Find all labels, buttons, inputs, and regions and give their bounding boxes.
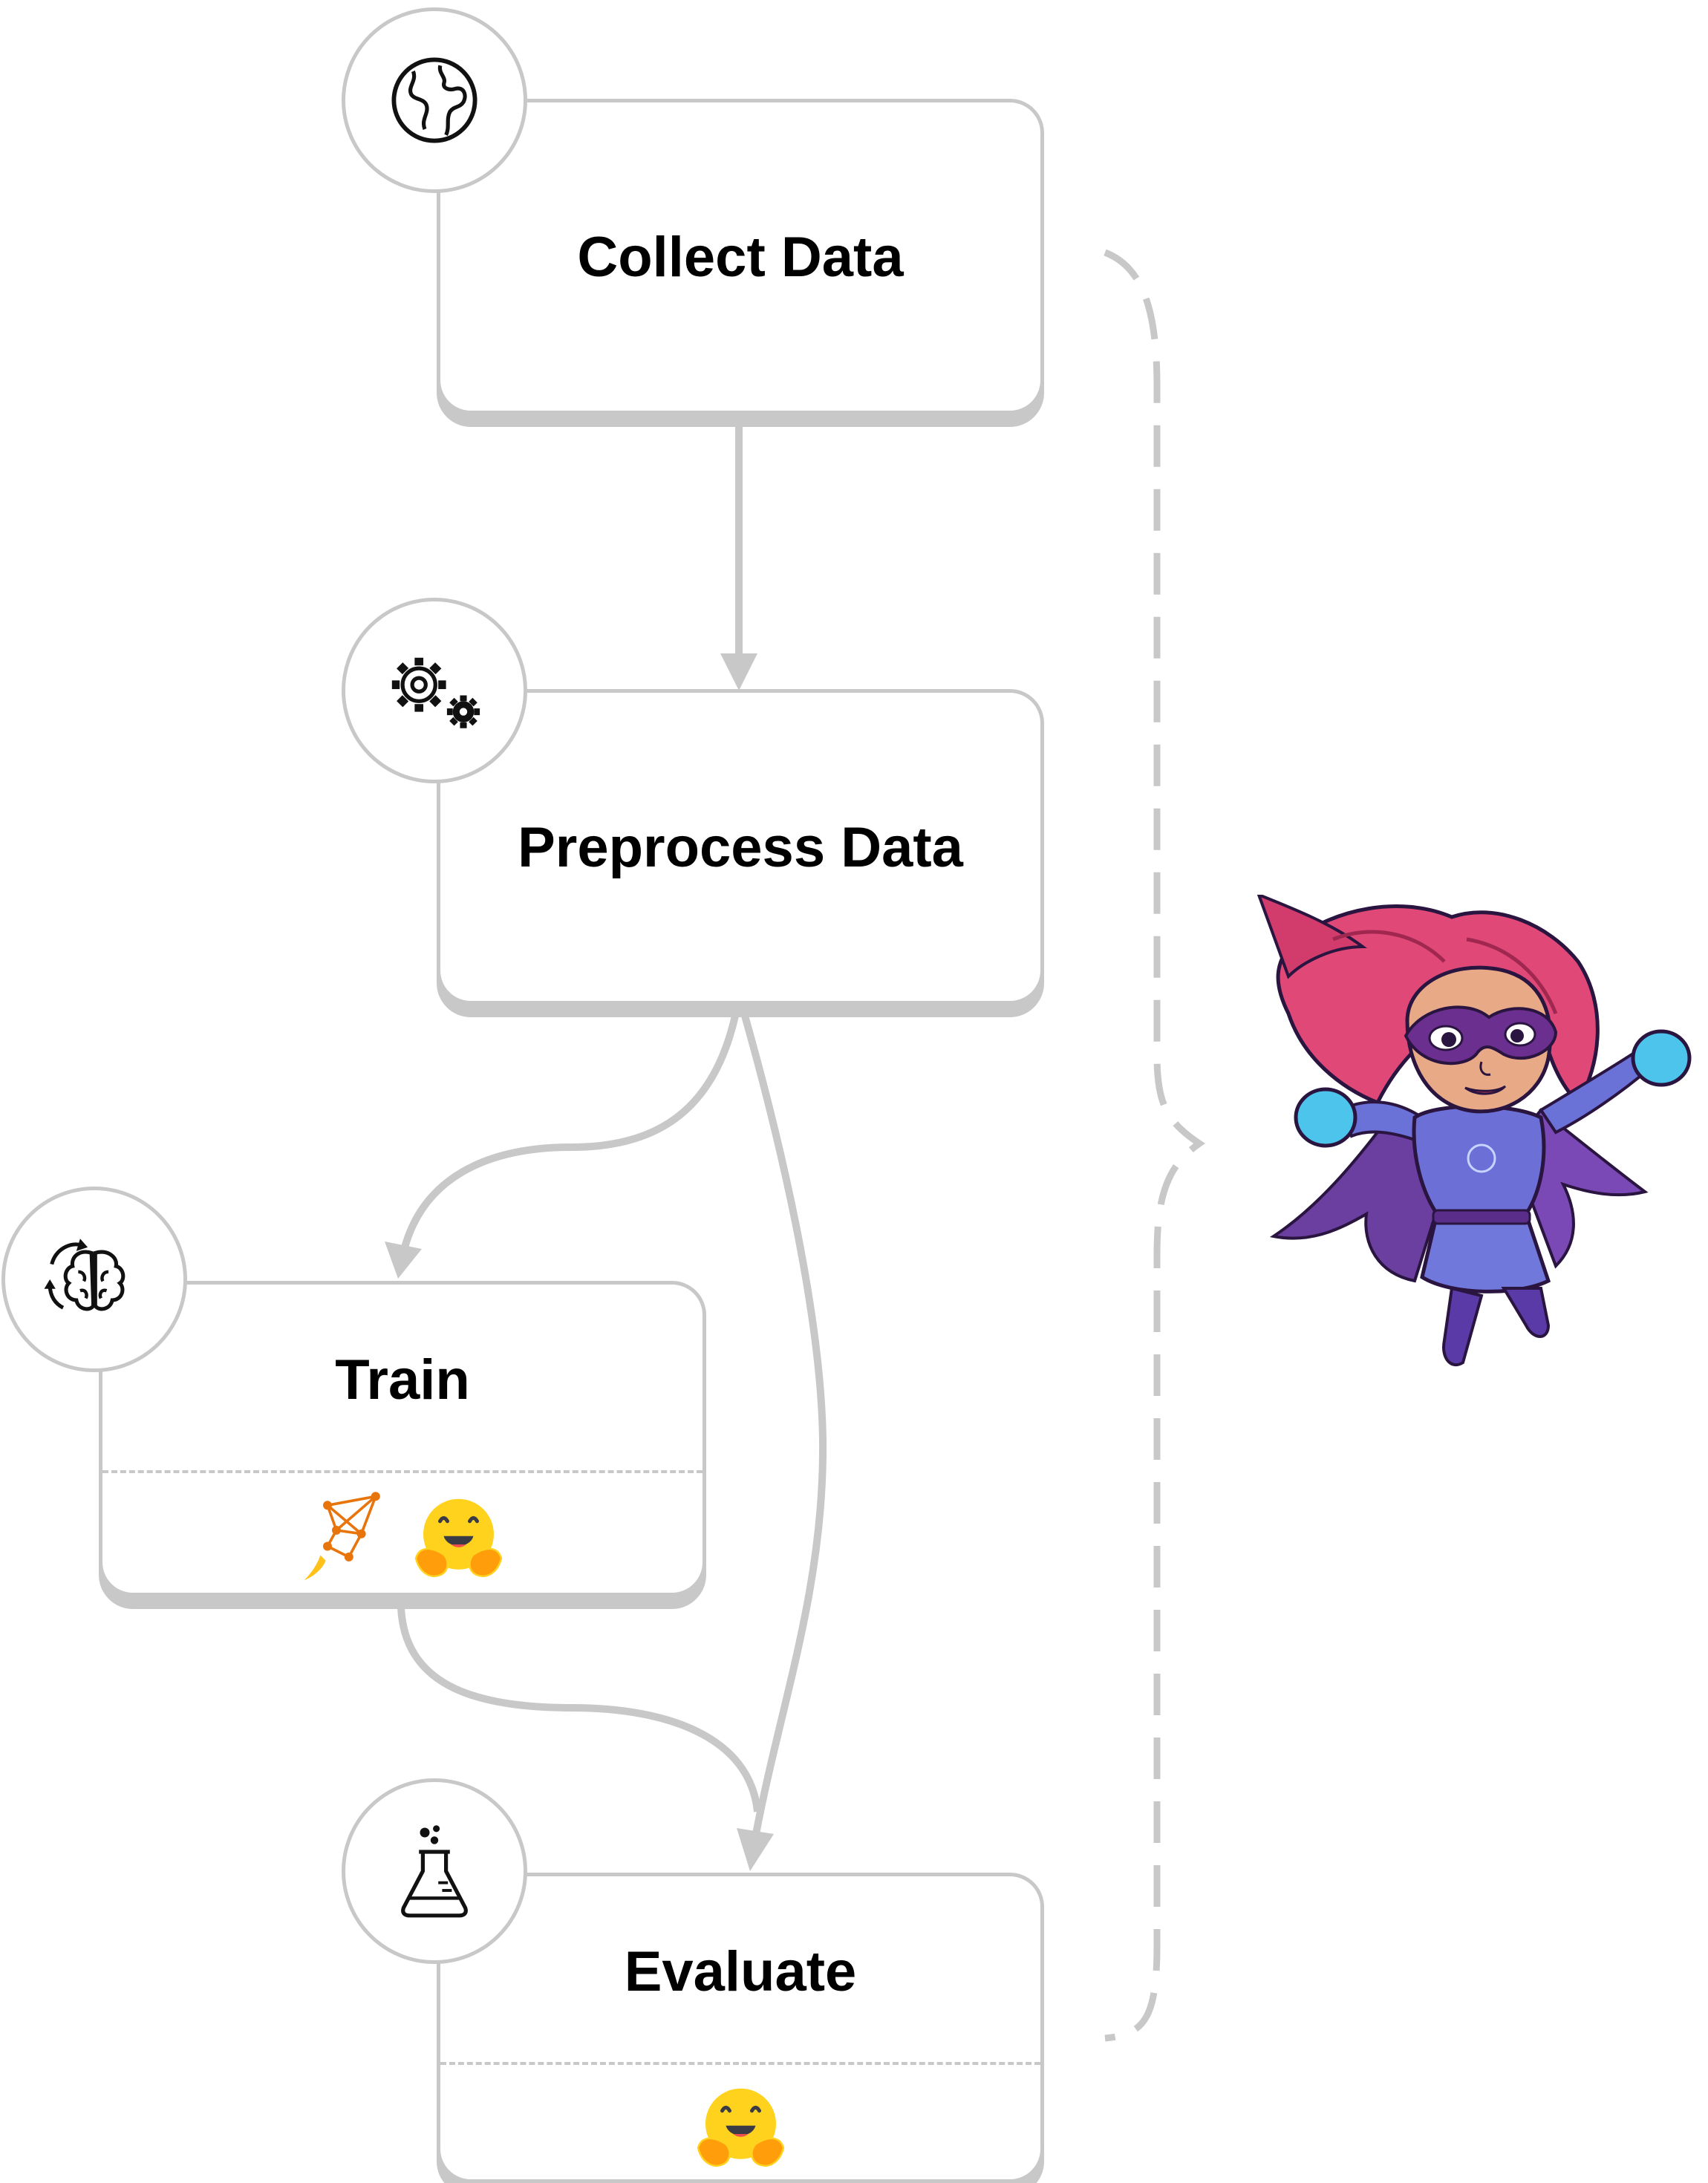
superhero-mascot [1256,895,1692,1367]
stage-label: Train [335,1348,470,1412]
hugging-face-emoji [412,1493,505,1581]
hugging-face-emoji [694,2083,787,2170]
stage-label: Preprocess Data [518,816,963,879]
lightning-logo [301,1491,390,1584]
gears-icon [342,598,527,783]
tool-row [440,2078,1040,2175]
stage-evaluate: Evaluate [437,1873,1044,2183]
stage-collect-data: Collect Data [437,99,1044,414]
flask-icon [342,1778,527,1964]
stage-preprocess-data: Preprocess Data [437,689,1044,1005]
edge-preprocess-to-evaluate [737,1014,827,1871]
brain-cycle-icon [1,1187,187,1372]
tool-row [102,1489,703,1585]
edge-preprocess-to-train [385,1014,739,1279]
globe-icon [342,7,527,193]
stage-label: Collect Data [577,226,904,289]
stage-divider [440,2062,1040,2065]
feedback-dashed-bracket [1104,249,1205,2042]
edge-collect-to-preprocess [720,423,757,691]
stage-divider [102,1470,703,1473]
edge-train-to-evaluate [397,1607,761,1812]
stage-train: Train [99,1281,706,1596]
stage-label: Evaluate [624,1940,857,2003]
